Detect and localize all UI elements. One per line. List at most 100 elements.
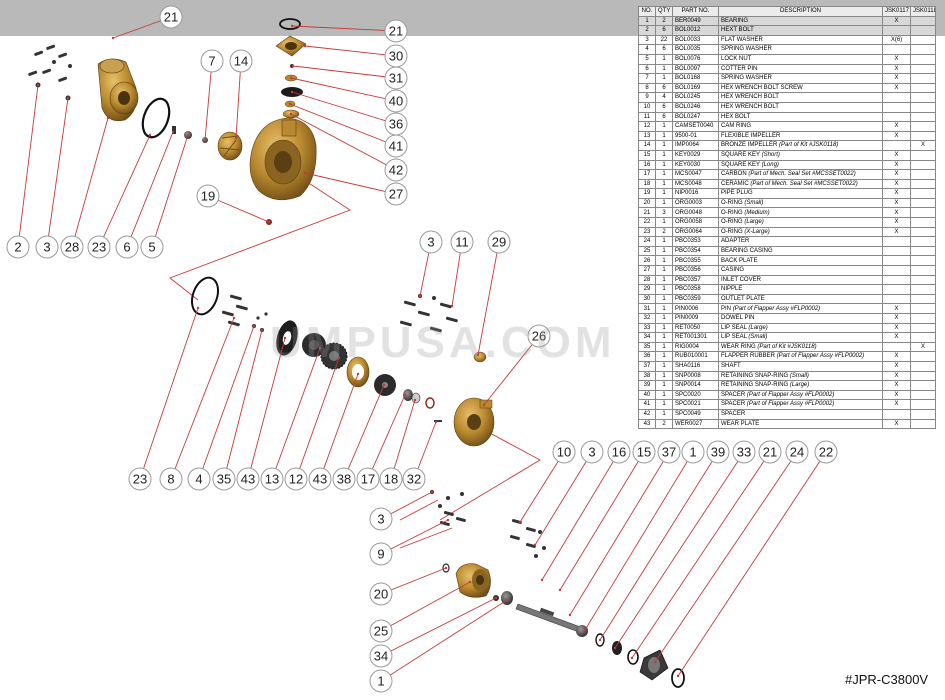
cell-description: LOCK NUT: [718, 53, 883, 65]
col-header-no: NO.: [638, 6, 656, 17]
cell-part-no: NIP0016: [672, 188, 719, 199]
callout-24: 24: [653, 440, 809, 664]
callout-number: 34: [374, 649, 388, 664]
description-text: RETAINING SNAP-RING: [721, 372, 789, 379]
cell-jsk0118: [910, 169, 936, 180]
cell-jsk0118: [910, 178, 936, 190]
col-header-jsk0118: JSK0118: [910, 6, 936, 17]
description-text: O-RING: [721, 219, 743, 226]
callout-9: 9: [369, 518, 450, 566]
cell-no: 41: [638, 399, 656, 410]
leader-line: [367, 394, 406, 480]
callout-40: 40: [289, 76, 408, 113]
parts-table-header: NO. QTY PART NO. DESCRIPTION JSK0117 JSK…: [638, 6, 936, 17]
callout-29: 29: [476, 230, 511, 357]
callout-circle: [632, 440, 656, 464]
cell-part-no: ORG0058: [672, 217, 719, 228]
leader-dot: [111, 36, 115, 40]
cell-qty: 1: [655, 274, 673, 286]
cell-qty: 2: [655, 15, 673, 27]
cell-part-no: PBC0359: [672, 293, 719, 305]
cell-jsk0118: X: [910, 341, 936, 353]
cell-jsk0118: [910, 313, 936, 324]
seal-ring: [425, 397, 435, 409]
cell-part-no: PBC0353: [672, 236, 719, 247]
callout-circle: [369, 582, 393, 606]
cell-jsk0117: X: [882, 53, 911, 65]
callout-circle: [308, 467, 332, 491]
leader-dot: [533, 543, 537, 547]
cell-qty: 1: [655, 265, 673, 276]
leader-dot: [356, 372, 360, 376]
parts-group-bottom: [430, 490, 685, 688]
cell-part-no: 9500-01: [672, 130, 719, 142]
cell-no: 19: [638, 188, 656, 199]
description-text: SPRING WASHER: [721, 75, 772, 82]
washers-bottom-left: [430, 490, 466, 527]
callout-number: 35: [217, 472, 231, 487]
description-text: FLAT WASHER: [721, 36, 763, 43]
cell-jsk0118: [910, 44, 936, 55]
cell-description: SPACER (Part of Flapper Assy #FLP0002): [718, 389, 883, 401]
cell-jsk0118: [910, 82, 936, 94]
cell-jsk0118: [910, 197, 936, 209]
cell-no: 25: [638, 245, 656, 257]
description-text: PIN: [721, 305, 732, 312]
cell-description: O-RING (Small): [718, 197, 883, 209]
o-ring-xlarge-middle: [190, 276, 220, 316]
cell-jsk0118: [910, 188, 936, 199]
cell-qty: 1: [655, 159, 673, 171]
cell-qty: 1: [655, 408, 673, 420]
leader-dot: [653, 660, 657, 664]
callout-number: 21: [164, 10, 178, 25]
description-text: INLET COVER: [721, 276, 761, 283]
callout-number: 21: [763, 445, 777, 460]
leader-line: [559, 451, 645, 591]
callout-14: 14: [229, 49, 253, 140]
cell-qty: 1: [655, 255, 673, 267]
leader-dot: [446, 518, 450, 522]
cell-no: 4: [638, 44, 656, 55]
leader-dot: [468, 580, 472, 584]
parts-group-top: [28, 18, 317, 225]
callout-28: 28: [60, 116, 110, 259]
cell-description: LIP SEAL (Small): [718, 332, 883, 343]
cell-description: PIN (Part of Flapper Assy #FLP0002): [718, 303, 883, 314]
cell-no: 23: [638, 226, 656, 238]
description-text: BACK PLATE: [721, 257, 758, 264]
parts-group-middle: [190, 276, 495, 447]
description-text: WEAR PLATE: [721, 420, 760, 427]
cell-no: 30: [638, 293, 656, 305]
description-note: (Large): [748, 324, 768, 331]
callout-39: 39: [598, 440, 730, 642]
cell-jsk0117: X: [882, 130, 911, 142]
cell-jsk0118: [910, 274, 936, 286]
callout-4: 4: [187, 324, 256, 491]
cell-qty: 1: [655, 389, 673, 401]
leader-line: [569, 451, 670, 616]
cell-part-no: BOL0035: [672, 44, 719, 55]
cell-jsk0117: X: [882, 399, 911, 410]
callout-circle: [6, 235, 30, 259]
cell-jsk0117: X: [882, 149, 911, 161]
cell-qty: 2: [655, 226, 673, 238]
leader-line: [380, 519, 449, 555]
callout-circle: [87, 235, 111, 259]
watermark-text: UMPUSA.COM: [270, 318, 616, 367]
ceramic-seal: [411, 392, 421, 404]
cell-jsk0118: [910, 303, 936, 314]
cell-part-no: KEY0030: [672, 159, 719, 171]
leader-line: [291, 25, 397, 32]
cell-jsk0118: [910, 159, 936, 171]
leader-dot: [66, 96, 70, 100]
